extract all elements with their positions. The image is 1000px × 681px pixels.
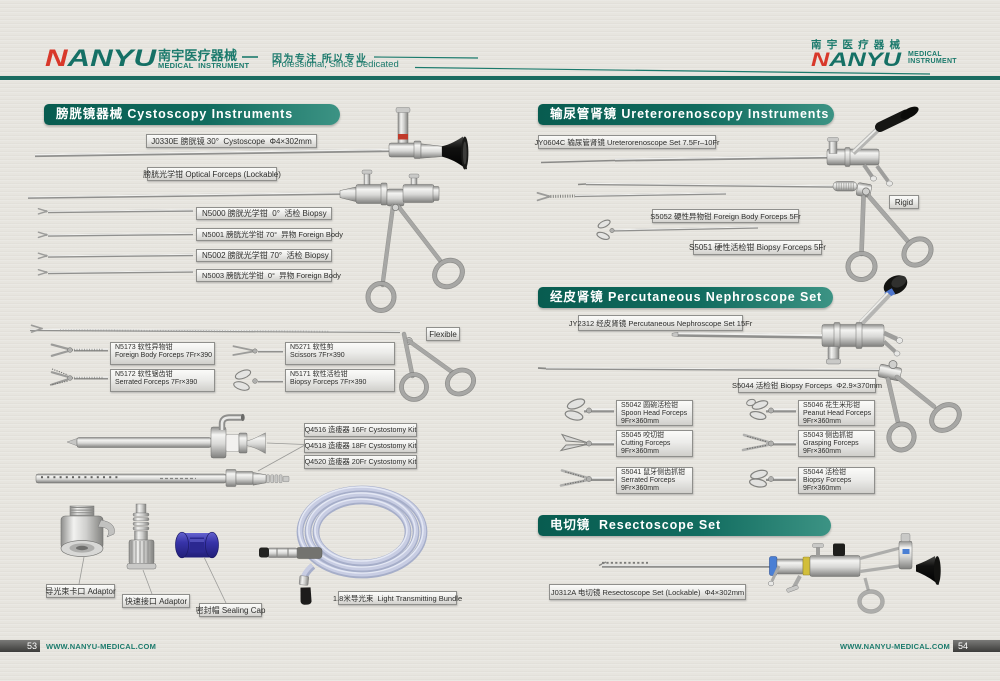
svg-text:NANYU: NANYU — [811, 50, 903, 71]
svg-text:NANYU: NANYU — [45, 45, 157, 72]
